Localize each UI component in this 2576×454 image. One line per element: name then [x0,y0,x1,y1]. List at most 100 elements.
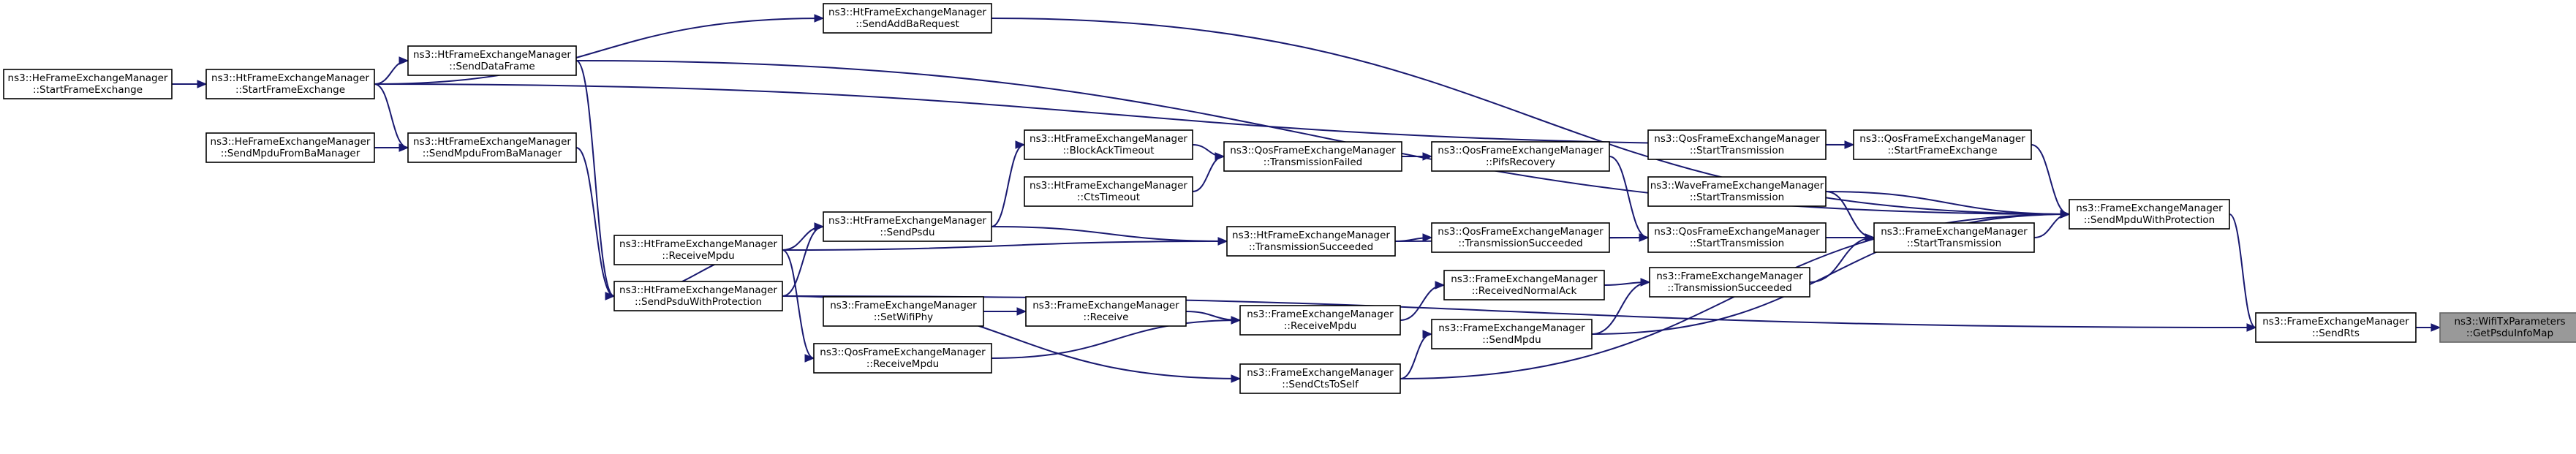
node-sendrts[interactable]: ns3::FrameExchangeManager::SendRts [2255,312,2417,343]
node-he_sfe[interactable]: ns3::HeFrameExchangeManager::StartFrameE… [3,69,173,99]
node-label: ::ReceiveMpdu [662,250,734,262]
node-box [1647,129,1827,160]
node-box [1853,129,2032,160]
edge-fem_txsucc-to-starttx [1809,237,1875,283]
node-label: ::BlockAckTimeout [1063,145,1155,156]
node-qos_txfail[interactable]: ns3::QosFrameExchangeManager::Transmissi… [1223,141,1402,172]
node-label: ns3::FrameExchangeManager [2262,316,2409,328]
node-ht_smfba[interactable]: ns3::HtFrameExchangeManager::SendMpduFro… [407,132,577,163]
node-label: ns3::WifiTxParameters [2454,316,2565,328]
edge-arrowhead [605,292,616,300]
edge-starttx-to-sendmpduwp [2033,213,2070,238]
node-label: ns3::HtFrameExchangeManager [1030,180,1187,192]
node-fem_recvmpdu[interactable]: ns3::FrameExchangeManager::ReceiveMpdu [1239,305,1401,336]
node-fem_sendmpdu[interactable]: ns3::FrameExchangeManager::SendMpdu [1431,319,1593,349]
node-label: ns3::HtFrameExchangeManager [1232,230,1390,241]
edge-ht_sendpsdu-to-ht_bat [991,144,1025,227]
edge-arrowhead [1231,374,1242,383]
node-fem_setwifiphy[interactable]: ns3::FrameExchangeManager::SetWifiPhy [823,296,984,327]
node-label: ::SendPsduWithProtection [635,296,762,308]
node-box [1647,222,1827,253]
node-qos_pifs[interactable]: ns3::QosFrameExchangeManager::PifsRecove… [1431,141,1610,172]
node-box [613,235,783,265]
node-ht_sendpsdu[interactable]: ns3::HtFrameExchangeManager::SendPsdu [823,211,992,242]
node-label: ::SendDataFrame [449,61,535,72]
edge-qos_recvmpdu-to-fem_recvmpdu [991,319,1241,359]
edge-arrowhead [399,143,409,152]
edge-arrowhead [1016,307,1027,316]
node-label: ns3::FrameExchangeManager [1247,309,1394,320]
node-label: ::SendCtsToSelf [1282,379,1359,390]
edge-fem_scts-to-fem_sendmpdu [1400,333,1432,379]
edge-arrowhead [1435,281,1446,290]
node-label: ns3::QosFrameExchangeManager [1859,133,2025,145]
node-label: ns3::FrameExchangeManager [2076,203,2223,214]
edge-arrowhead [1639,233,1650,242]
edge-arrowhead [1422,330,1433,338]
node-fem_receive[interactable]: ns3::FrameExchangeManager::Receive [1025,296,1187,327]
node-ht_sdf[interactable]: ns3::HtFrameExchangeManager::SendDataFra… [407,45,577,76]
edge-fem_recvmpdu-to-fem_rna [1400,284,1445,321]
node-box [823,211,992,242]
node-box [1226,226,1396,257]
node-label: ns3::HtFrameExchangeManager [413,136,571,148]
node-box [1025,296,1187,327]
node-label: ns3::HtFrameExchangeManager [619,238,777,250]
node-sendmpduwp[interactable]: ns3::FrameExchangeManager::SendMpduWithP… [2069,199,2230,230]
node-label: ns3::QosFrameExchangeManager [1230,145,1396,156]
node-label: ::TransmissionSucceeded [1667,282,1791,294]
node-fem_scts[interactable]: ns3::FrameExchangeManager::SendCtsToSelf [1239,363,1401,394]
node-box [1024,176,1193,207]
node-ht_cts[interactable]: ns3::HtFrameExchangeManager::CtsTimeout [1024,176,1193,207]
edge-arrowhead [1217,237,1228,246]
edge-arrowhead [1231,316,1242,325]
edge-arrowhead [1422,152,1433,161]
edge-arrowhead [814,222,825,231]
node-ht_bat[interactable]: ns3::HtFrameExchangeManager::BlockAckTim… [1024,129,1193,160]
edge-sendmpduwp-to-sendrts [2229,213,2256,328]
node-box [2255,312,2417,343]
node-label: ns3::HtFrameExchangeManager [828,215,986,227]
node-qos_stx2[interactable]: ns3::QosFrameExchangeManager::StartTrans… [1647,129,1827,160]
node-label: ns3::WaveFrameExchangeManager [1650,180,1824,192]
node-label: ns3::QosFrameExchangeManager [1438,226,1604,238]
node-box [1873,222,2035,253]
node-ht_sfe[interactable]: ns3::HtFrameExchangeManager::StartFrameE… [205,69,375,99]
node-qos_txsucc[interactable]: ns3::QosFrameExchangeManager::Transmissi… [1431,222,1610,253]
node-label: ::TransmissionSucceeded [1458,238,1582,249]
edge-ht_cts-to-qos_txfail [1192,156,1225,192]
node-label: ns3::HtFrameExchangeManager [619,284,777,296]
node-ht_txsucc[interactable]: ns3::HtFrameExchangeManager::Transmissio… [1226,226,1396,257]
edge-arrowhead [1215,152,1225,161]
node-root[interactable]: ns3::WifiTxParameters::GetPsduInfoMap [2439,312,2576,343]
edge-arrowhead [1865,233,1876,242]
node-label: ns3::FrameExchangeManager [1656,270,1803,282]
node-label: ::GetPsduInfoMap [2466,328,2553,339]
node-ht_saddba[interactable]: ns3::HtFrameExchangeManager::SendAddBaRe… [823,3,992,34]
node-fem_rna[interactable]: ns3::FrameExchangeManager::ReceivedNorma… [1443,270,1605,300]
node-box [823,296,984,327]
node-box [1239,305,1401,336]
node-qos_stx[interactable]: ns3::QosFrameExchangeManager::StartTrans… [1647,222,1827,253]
edge-ht_recvmpdu-to-qos_recvmpdu [782,249,815,359]
node-label: ::ReceiveMpdu [866,358,939,370]
edge-ht_sdf-to-ht_spwp [575,60,615,297]
edge-ht_smfba-to-ht_spwp [575,147,615,297]
node-ht_spwp[interactable]: ns3::HtFrameExchangeManager::SendPsduWit… [613,281,783,311]
node-label: ns3::FrameExchangeManager [1247,367,1394,379]
edge-arrowhead [2430,323,2441,332]
node-wave_stx[interactable]: ns3::WaveFrameExchangeManager::StartTran… [1647,176,1827,207]
edge-ht_spwp-to-ht_sendpsdu [782,226,824,297]
node-starttx[interactable]: ns3::FrameExchangeManager::StartTransmis… [1873,222,2035,253]
node-he_smfba[interactable]: ns3::HeFrameExchangeManager::SendMpduFro… [205,132,375,163]
node-fem_txsucc[interactable]: ns3::FrameExchangeManager::TransmissionS… [1649,267,1810,298]
node-label: ns3::QosFrameExchangeManager [1654,226,1820,238]
node-qos_recvmpdu[interactable]: ns3::QosFrameExchangeManager::ReceiveMpd… [813,343,992,374]
node-qos_sfe[interactable]: ns3::QosFrameExchangeManager::StartFrame… [1853,129,2032,160]
edge-ht_recvmpdu-to-ht_sendpsdu [782,226,824,251]
node-label: ns3::QosFrameExchangeManager [820,347,986,358]
edge-ht_recvmpdu-to-ht_txsucc [782,241,1228,251]
node-box [407,45,577,76]
node-ht_recvmpdu[interactable]: ns3::HtFrameExchangeManager::ReceiveMpdu [613,235,783,265]
